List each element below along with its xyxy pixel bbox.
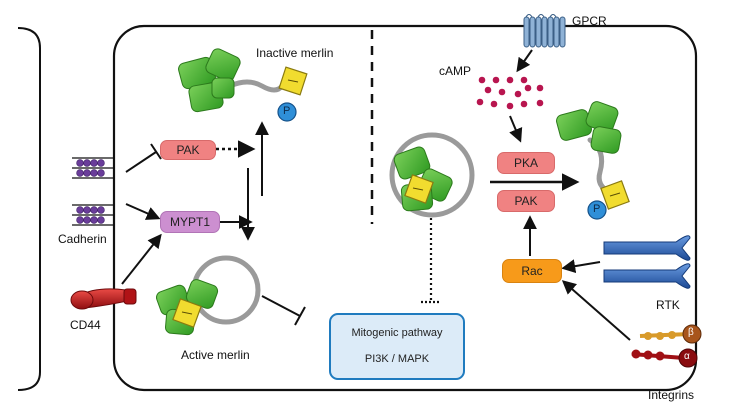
rac-node: Rac [502, 259, 562, 283]
inhibit-cadherin-pak-bar [150, 143, 162, 160]
integrin-beta-label: β [688, 327, 694, 338]
arrow-cd44-mypt1 [121, 233, 162, 285]
active-merlin-icon [155, 255, 261, 336]
cd44-receptor-icon [70, 288, 137, 310]
inhibit-merlin-mitogenic [261, 295, 301, 317]
inhibit-merlin-mitogenic-bar [294, 306, 306, 326]
active-merlin-label: Active merlin [181, 348, 250, 362]
gpcr-label: GPCR [572, 14, 607, 28]
rtk-label: RTK [656, 298, 680, 312]
inactive-merlin-icon [178, 48, 308, 113]
rtk-receptor-icon [603, 235, 691, 289]
phospho-right-label: P [593, 203, 601, 215]
phospho-left-icon [277, 102, 297, 122]
arrow-cadherin-mypt1 [125, 203, 161, 220]
pka-node: PKA [497, 152, 555, 174]
closed-merlin-icon [389, 132, 475, 218]
arrow-camp-pka [509, 115, 523, 143]
camp-label: cAMP [439, 64, 472, 78]
arrow-gpcr-camp [516, 49, 533, 73]
pak-right-node: PAK [497, 190, 555, 212]
mitogenic-pathway-title: Mitogenic pathway [351, 327, 443, 339]
mypt1-node: MYPT1 [160, 211, 220, 233]
mitogenic-pathway-subtitle: PI3K / MAPK [364, 353, 430, 365]
cadherin-beads [76, 159, 105, 224]
cadherin-icon [72, 157, 114, 226]
inhibit-cadherin-pak [125, 151, 157, 173]
phospho-merlin-right-icon [556, 101, 630, 210]
cadherin-label: Cadherin [58, 232, 107, 246]
phospho-left-label: P [283, 105, 291, 117]
phospho-right-icon [587, 200, 607, 220]
integrin-alpha-label: α [684, 351, 690, 362]
gpcr-receptor-icon [523, 14, 566, 48]
integrins-label: Integrins [648, 388, 695, 402]
arrow-rtk-rac [561, 259, 601, 274]
cd44-label: CD44 [70, 318, 101, 332]
cell-membrane [112, 24, 698, 392]
pak-left-node: PAK [160, 140, 216, 160]
camp-molecules [476, 76, 544, 110]
mitogenic-pathway-box: Mitogenic pathway PI3K / MAPK [329, 313, 465, 380]
integrins-icon [631, 324, 702, 368]
arrow-integrins-rac [561, 280, 631, 341]
neighbor-cell-membrane [17, 27, 41, 391]
inactive-merlin-label: Inactive merlin [256, 46, 334, 60]
